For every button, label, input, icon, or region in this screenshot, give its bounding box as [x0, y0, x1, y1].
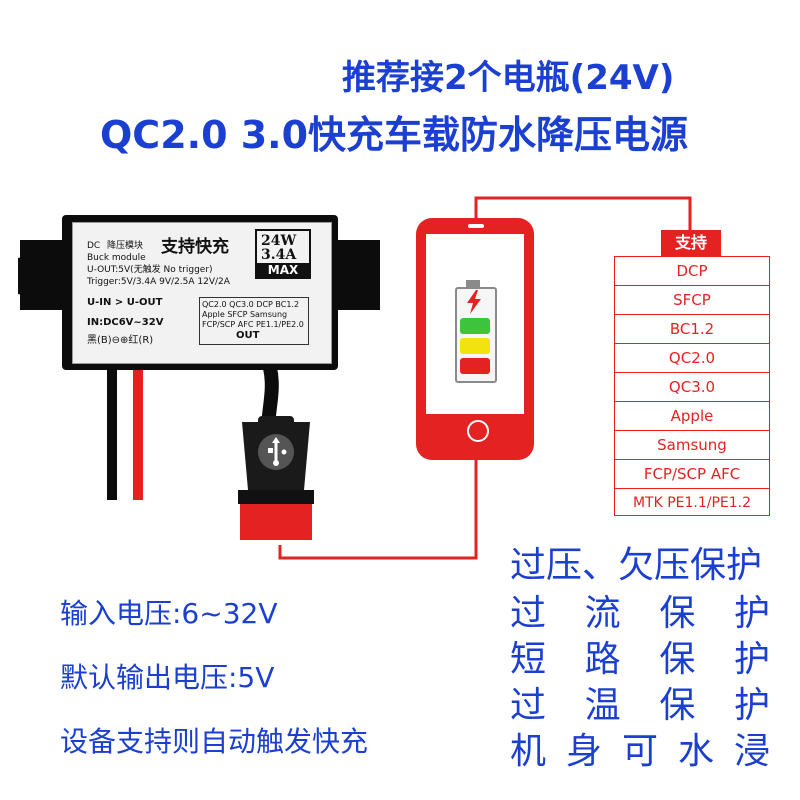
label-buck-en: Buck module — [87, 253, 146, 263]
protocols-line-2: Apple SFCP Samsung — [202, 310, 288, 319]
spec-input-voltage: 输入电压:6~32V — [60, 597, 278, 630]
feature-char: 护 — [733, 685, 770, 726]
battery-bar-green — [460, 318, 490, 334]
support-item: Apple — [615, 402, 769, 431]
feature-char: 过 — [510, 593, 547, 634]
usb-plug-end — [240, 504, 312, 540]
feature-char: 保 — [659, 593, 696, 634]
feature-char: 机 — [510, 731, 547, 772]
label-buck-cn: 降压模块 — [107, 241, 144, 251]
feature-char: 温 — [584, 685, 621, 726]
spec-auto-trigger: 设备支持则自动触发快充 — [60, 725, 369, 758]
badge-power: 24W — [261, 233, 297, 249]
feature-overcurrent-protection: 过 流 保 护 — [510, 584, 770, 636]
title-line-1: 推荐接2个电瓶(24V) — [342, 58, 675, 98]
support-item: MTK PE1.1/PE1.2 — [632, 495, 752, 511]
phone-cable — [278, 450, 478, 560]
feature-char: 保 — [659, 685, 696, 726]
protocols-line-3: FCP/SCP AFC PE1.1/PE2.0 — [202, 320, 304, 329]
support-item: BC1.2 — [615, 315, 769, 344]
protocols-line-1: QC2.0 QC3.0 DCP BC1.2 — [202, 300, 300, 309]
battery-cap — [466, 280, 480, 288]
support-item: QC3.0 — [615, 373, 769, 402]
power-badge: 24W 3.4A MAX — [255, 229, 311, 279]
feature-char: 浸 — [733, 731, 770, 772]
usb-plug — [238, 416, 314, 540]
feature-shortcircuit-protection: 短 路 保 护 — [510, 630, 770, 682]
badge-max: MAX — [257, 263, 309, 277]
feature-char: 护 — [733, 593, 770, 634]
spec-output-voltage: 默认输出电压:5V — [60, 661, 275, 694]
battery-bar-red — [460, 358, 490, 374]
support-connector — [474, 196, 692, 230]
support-item: DCP — [615, 257, 769, 286]
feature-char: 护 — [733, 639, 770, 680]
label-uin-uout: U-IN > U-OUT — [87, 297, 163, 308]
feature-char: 可 — [621, 731, 658, 772]
lightning-icon — [467, 290, 481, 314]
support-list: DCP SFCP BC1.2 QC2.0 QC3.0 Apple Samsung… — [614, 256, 770, 516]
protocols-out: OUT — [236, 330, 260, 341]
label-support: 支持快充 — [161, 237, 229, 257]
label-polarity: 黑(B)⊖⊕红(R) — [87, 335, 154, 346]
label-uout: U-OUT:5V(无触发 No trigger) — [87, 265, 213, 275]
usb-icon — [268, 437, 287, 466]
feature-char: 路 — [584, 639, 621, 680]
support-header: 支持 — [661, 230, 721, 256]
battery-bar-yellow — [460, 338, 490, 354]
label-in-range: IN:DC6V~32V — [87, 317, 164, 328]
feature-char: 流 — [584, 593, 621, 634]
feature-char: 水 — [677, 731, 714, 772]
feature-waterproof: 机 身 可 水 浸 — [510, 722, 770, 774]
support-item: QC2.0 — [615, 344, 769, 373]
phone-home-button — [467, 420, 489, 442]
label-trigger: Trigger:5V/3.4A 9V/2.5A 12V/2A — [87, 277, 230, 287]
label-dc: DC — [87, 241, 101, 251]
title-line-2: QC2.0 3.0快充车载防水降压电源 — [100, 113, 689, 157]
module-label: DC 降压模块 Buck module 支持快充 U-OUT:5V(无触发 No… — [72, 222, 332, 364]
badge-current: 3.4A — [261, 247, 297, 263]
feature-voltage-protection: 过压、欠压保护 — [510, 545, 763, 586]
feature-char: 保 — [659, 639, 696, 680]
feature-char: 身 — [565, 731, 602, 772]
feature-char: 过 — [510, 685, 547, 726]
feature-overtemp-protection: 过 温 保 护 — [510, 676, 770, 728]
protocol-box: QC2.0 QC3.0 DCP BC1.2 Apple SFCP Samsung… — [199, 297, 309, 345]
feature-char: 短 — [510, 639, 547, 680]
support-item: Samsung — [615, 431, 769, 460]
support-item: SFCP — [615, 286, 769, 315]
phone-speaker — [468, 224, 484, 228]
support-item: FCP/SCP AFC — [615, 460, 769, 489]
